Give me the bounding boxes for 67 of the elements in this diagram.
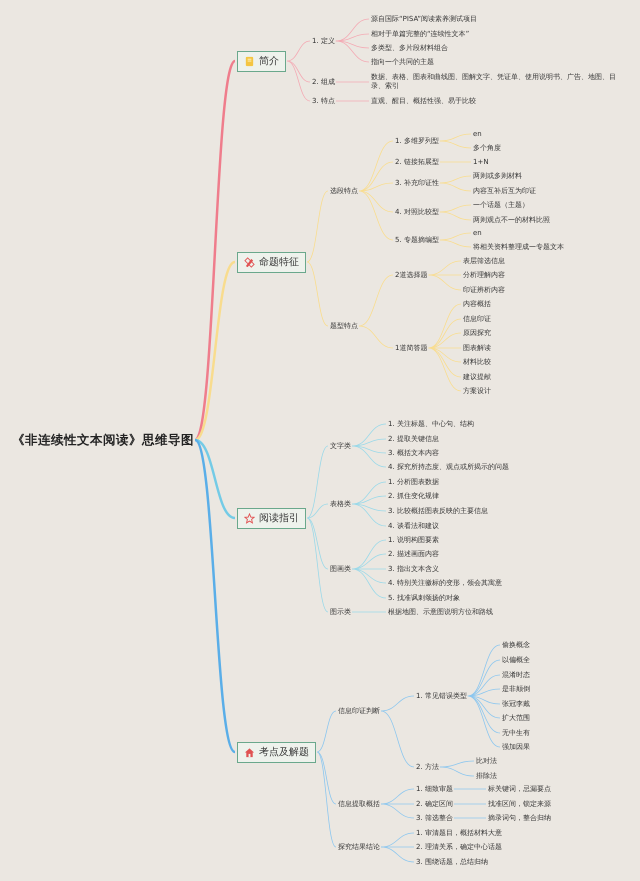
branch-line [194, 439, 236, 753]
branch-line [440, 134, 472, 142]
branch-line [440, 140, 472, 148]
branch-line [468, 688, 500, 696]
branch-line [380, 846, 414, 862]
topic-label: 阅读指引 [259, 512, 299, 524]
topic-label: 命题特征 [259, 256, 299, 268]
branch-line [352, 446, 386, 454]
branch-line [286, 40, 310, 62]
branch-line [358, 140, 394, 192]
branch-line [306, 262, 328, 326]
branch-line [428, 348, 462, 378]
branch-line [440, 204, 472, 212]
branch-line [306, 518, 328, 612]
branch-line [336, 40, 370, 48]
topic-box [237, 252, 306, 272]
branch-line [468, 660, 500, 696]
branch-line [358, 190, 394, 212]
branch-line [468, 644, 500, 696]
topic-box [237, 50, 286, 72]
branch-line [428, 274, 462, 290]
branch-line [306, 446, 328, 518]
branch-line [306, 504, 328, 518]
branch-line [358, 274, 394, 326]
branch-line [286, 60, 310, 102]
branch-line [440, 176, 472, 184]
map-title: 《非连续性文本阅读》思维导图 [12, 432, 194, 448]
branch-line [380, 710, 414, 768]
branch-line [336, 100, 370, 102]
branch-line [194, 261, 236, 441]
topic-box [237, 742, 316, 762]
branch-line [316, 752, 336, 804]
branch-line [380, 696, 414, 712]
branch-line [358, 182, 394, 192]
branch-line [352, 446, 386, 468]
branch-line [428, 348, 462, 392]
branch-line [286, 60, 310, 82]
branch-line [194, 438, 236, 520]
branch-line [428, 274, 462, 276]
branch-line [440, 232, 472, 240]
branch-line [440, 212, 472, 220]
branch-line [440, 182, 472, 192]
branch-line [440, 240, 472, 248]
branch-line [306, 518, 328, 570]
branch-line [468, 696, 500, 748]
branch-line [428, 348, 462, 362]
topic-label: 简介 [259, 54, 279, 68]
branch-line [358, 190, 394, 240]
branch-line [454, 788, 486, 790]
branch-line [380, 804, 414, 818]
branch-line [468, 696, 500, 704]
branch-line [358, 326, 394, 348]
topic-label: 考点及解题 [259, 746, 309, 758]
branch-line [194, 60, 236, 441]
branch-line [336, 40, 370, 62]
branch-line [428, 304, 462, 348]
topic-box [237, 508, 306, 528]
branch-line [306, 190, 328, 262]
branch-line [440, 766, 474, 776]
branch-line [316, 752, 336, 848]
branch-line [352, 568, 386, 584]
branch-line [316, 710, 336, 752]
branch-line [352, 568, 386, 598]
branch-line [352, 504, 386, 512]
branch-line [428, 318, 462, 348]
branch-line [352, 504, 386, 526]
branch-line [468, 696, 500, 718]
